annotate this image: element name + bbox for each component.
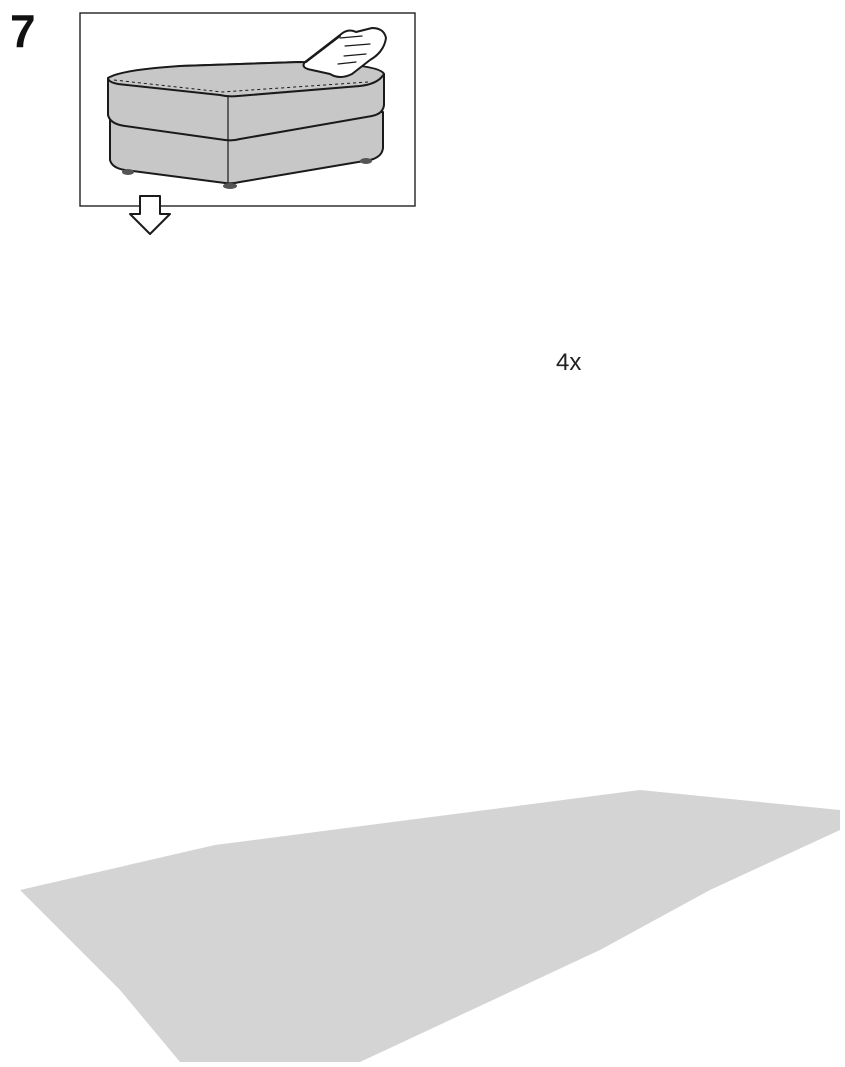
ottoman-finished (107, 61, 385, 189)
step-number: 7 (10, 5, 36, 57)
overview-panel (79, 12, 416, 207)
down-arrow-icon (129, 195, 171, 235)
repeat-count-label: 4x (556, 349, 582, 376)
floor-mat (20, 790, 840, 1062)
finger-press-icon (302, 27, 387, 78)
